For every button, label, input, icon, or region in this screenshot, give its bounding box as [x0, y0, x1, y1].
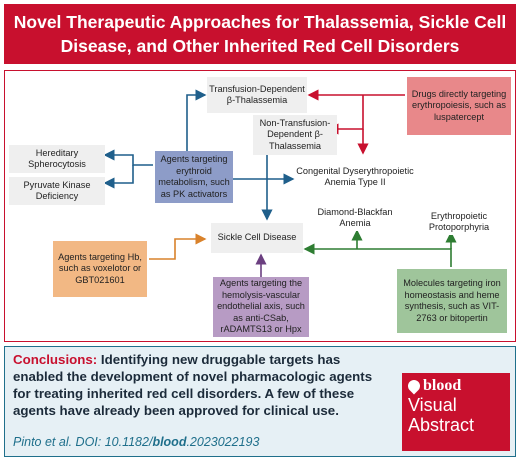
node-hereditary-spherocytosis: Hereditary Spherocytosis — [9, 145, 105, 173]
citation-suffix: .2023022193 — [186, 435, 260, 449]
conclusions-panel: Conclusions: Identifying new druggable t… — [4, 346, 516, 457]
blood-visual-abstract-badge: blood Visual Abstract — [402, 373, 510, 451]
node-agents-targeting-hemolysis-vascular-axis: Agents targeting the hemolysis-vascular … — [213, 277, 309, 337]
arrow-blue-to-tdt — [186, 89, 207, 151]
arrows-layer — [103, 89, 457, 277]
blood-logo: blood — [405, 377, 504, 395]
page-title: Novel Therapeutic Approaches for Thalass… — [4, 4, 516, 64]
arrow-green-to-scd — [303, 243, 452, 267]
node-non-transfusion-dependent-thalassemia: Non-Transfusion-Dependent β-Thalassemia — [253, 115, 337, 155]
badge-line-visual: Visual — [408, 395, 457, 415]
arrow-blue-to-hs — [103, 149, 153, 166]
arrow-blue-to-pkd — [103, 165, 134, 189]
conclusions-body: Identifying new druggable targets has en… — [13, 352, 373, 418]
diagram-panel: Transfusion-Dependent β-Thalassemia Non-… — [4, 70, 516, 342]
node-transfusion-dependent-thalassemia: Transfusion-Dependent β-Thalassemia — [207, 77, 307, 113]
node-drugs-targeting-erythropoiesis: Drugs directly targeting erythropoiesis,… — [407, 77, 511, 135]
node-diamond-blackfan-anemia: Diamond-Blackfan Anemia — [307, 205, 403, 231]
blood-drop-icon — [405, 377, 423, 395]
citation-authors: Pinto et al. DOI: 10.1182/ — [13, 435, 153, 449]
node-sickle-cell-disease: Sickle Cell Disease — [211, 223, 303, 253]
node-agents-targeting-hb: Agents targeting Hb, such as voxelotor o… — [53, 241, 147, 297]
node-pyruvate-kinase-deficiency: Pyruvate Kinase Deficiency — [9, 177, 105, 205]
arrow-orange-to-scd — [149, 233, 207, 260]
node-erythropoietic-protoporphyria: Erythropoietic Protoporphyria — [413, 209, 505, 235]
node-molecules-targeting-iron-homeostasis: Molecules targeting iron homeostasis and… — [397, 269, 507, 333]
node-agents-targeting-erythroid-metabolism: Agents targeting erythroid metabolism, s… — [155, 151, 233, 203]
badge-line-abstract: Abstract — [408, 415, 475, 435]
badge-brand: blood — [423, 377, 462, 394]
citation: Pinto et al. DOI: 10.1182/blood.20230221… — [13, 435, 259, 449]
conclusions-text: Conclusions: Identifying new druggable t… — [13, 351, 393, 419]
node-congenital-dyserythropoietic-anemia: Congenital Dyserythropoietic Anemia Type… — [295, 155, 415, 199]
citation-journal: blood — [152, 435, 187, 449]
conclusions-label: Conclusions: — [13, 352, 98, 367]
